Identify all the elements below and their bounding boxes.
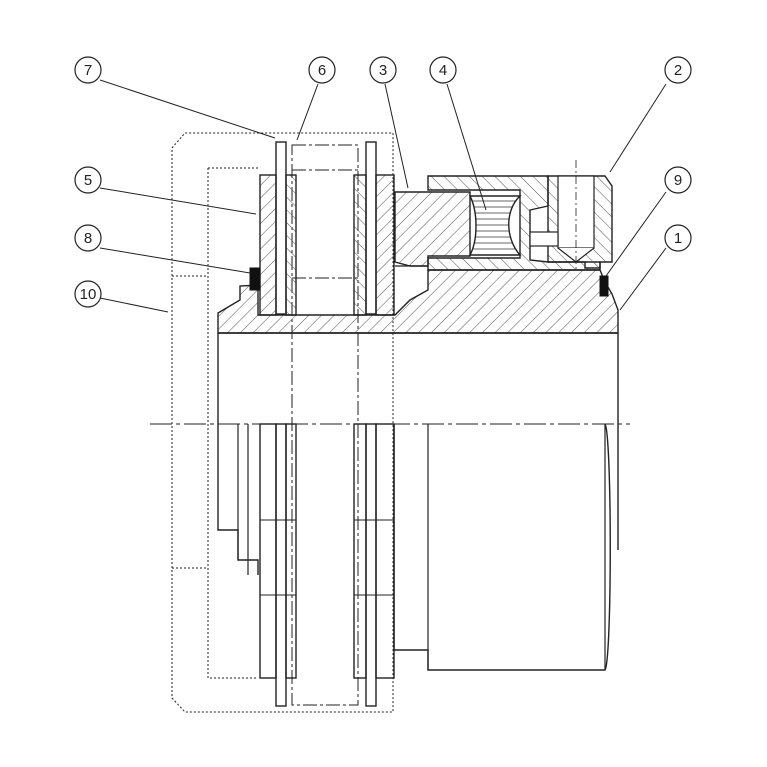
- lower-plate-f: [375, 423, 395, 679]
- callout-circle: [429, 56, 457, 84]
- callout-10: 10: [74, 280, 102, 308]
- outer-envelope-10: [171, 132, 394, 713]
- seal-9: [599, 275, 609, 297]
- seal-8: [249, 267, 261, 291]
- callout-1: 1: [664, 224, 692, 252]
- bolt-pin: [529, 231, 559, 247]
- callout-circle: [369, 56, 397, 84]
- callout-circle: [74, 166, 102, 194]
- callout-label: 6: [318, 62, 326, 79]
- seal-ring-4: [468, 195, 522, 256]
- lower-plate-a: [259, 423, 277, 679]
- plate-outer-right: [365, 141, 377, 315]
- callout-label: 8: [84, 230, 92, 247]
- hub-section-1: [217, 269, 619, 334]
- plate-left-inner-6: [285, 174, 297, 316]
- plate-right-b: [375, 174, 395, 316]
- callout-3: 3: [369, 56, 397, 84]
- callout-8: 8: [74, 224, 102, 252]
- lower-piston-outline: [393, 423, 611, 671]
- inner-envelope: [172, 167, 258, 679]
- lower-plate-b: [275, 423, 287, 707]
- callout-9: 9: [664, 166, 692, 194]
- callout-5: 5: [74, 166, 102, 194]
- callout-label: 5: [84, 172, 92, 189]
- callout-circle: [74, 56, 102, 84]
- lower-plate-d: [353, 423, 367, 679]
- callout-circle: [74, 280, 102, 308]
- callout-circle: [308, 56, 336, 84]
- callout-circle: [664, 166, 692, 194]
- callout-circle: [664, 56, 692, 84]
- callout-label: 3: [379, 62, 387, 79]
- callout-4: 4: [429, 56, 457, 84]
- callout-label: 2: [674, 62, 682, 79]
- callout-label: 4: [439, 62, 447, 79]
- spacer-chain-outline: [291, 144, 359, 706]
- plate-outer-left-7: [275, 141, 287, 315]
- callout-balloons: 7 6 3 4 2 5 9 8 1 10: [74, 56, 692, 308]
- lower-plate-e: [365, 423, 377, 707]
- plate-right-a: [353, 174, 367, 316]
- callout-circle: [664, 224, 692, 252]
- callout-label: 7: [84, 62, 92, 79]
- callout-label: 9: [674, 172, 682, 189]
- callout-7: 7: [74, 56, 102, 84]
- callout-6: 6: [308, 56, 336, 84]
- lower-plate-c: [285, 423, 297, 679]
- plate-left-5: [259, 174, 277, 316]
- callout-2: 2: [664, 56, 692, 84]
- leader-lines: [99, 79, 667, 313]
- callout-circle: [74, 224, 102, 252]
- callout-label: 10: [80, 286, 97, 303]
- piston-section-3: [394, 191, 471, 267]
- callout-label: 1: [674, 230, 682, 247]
